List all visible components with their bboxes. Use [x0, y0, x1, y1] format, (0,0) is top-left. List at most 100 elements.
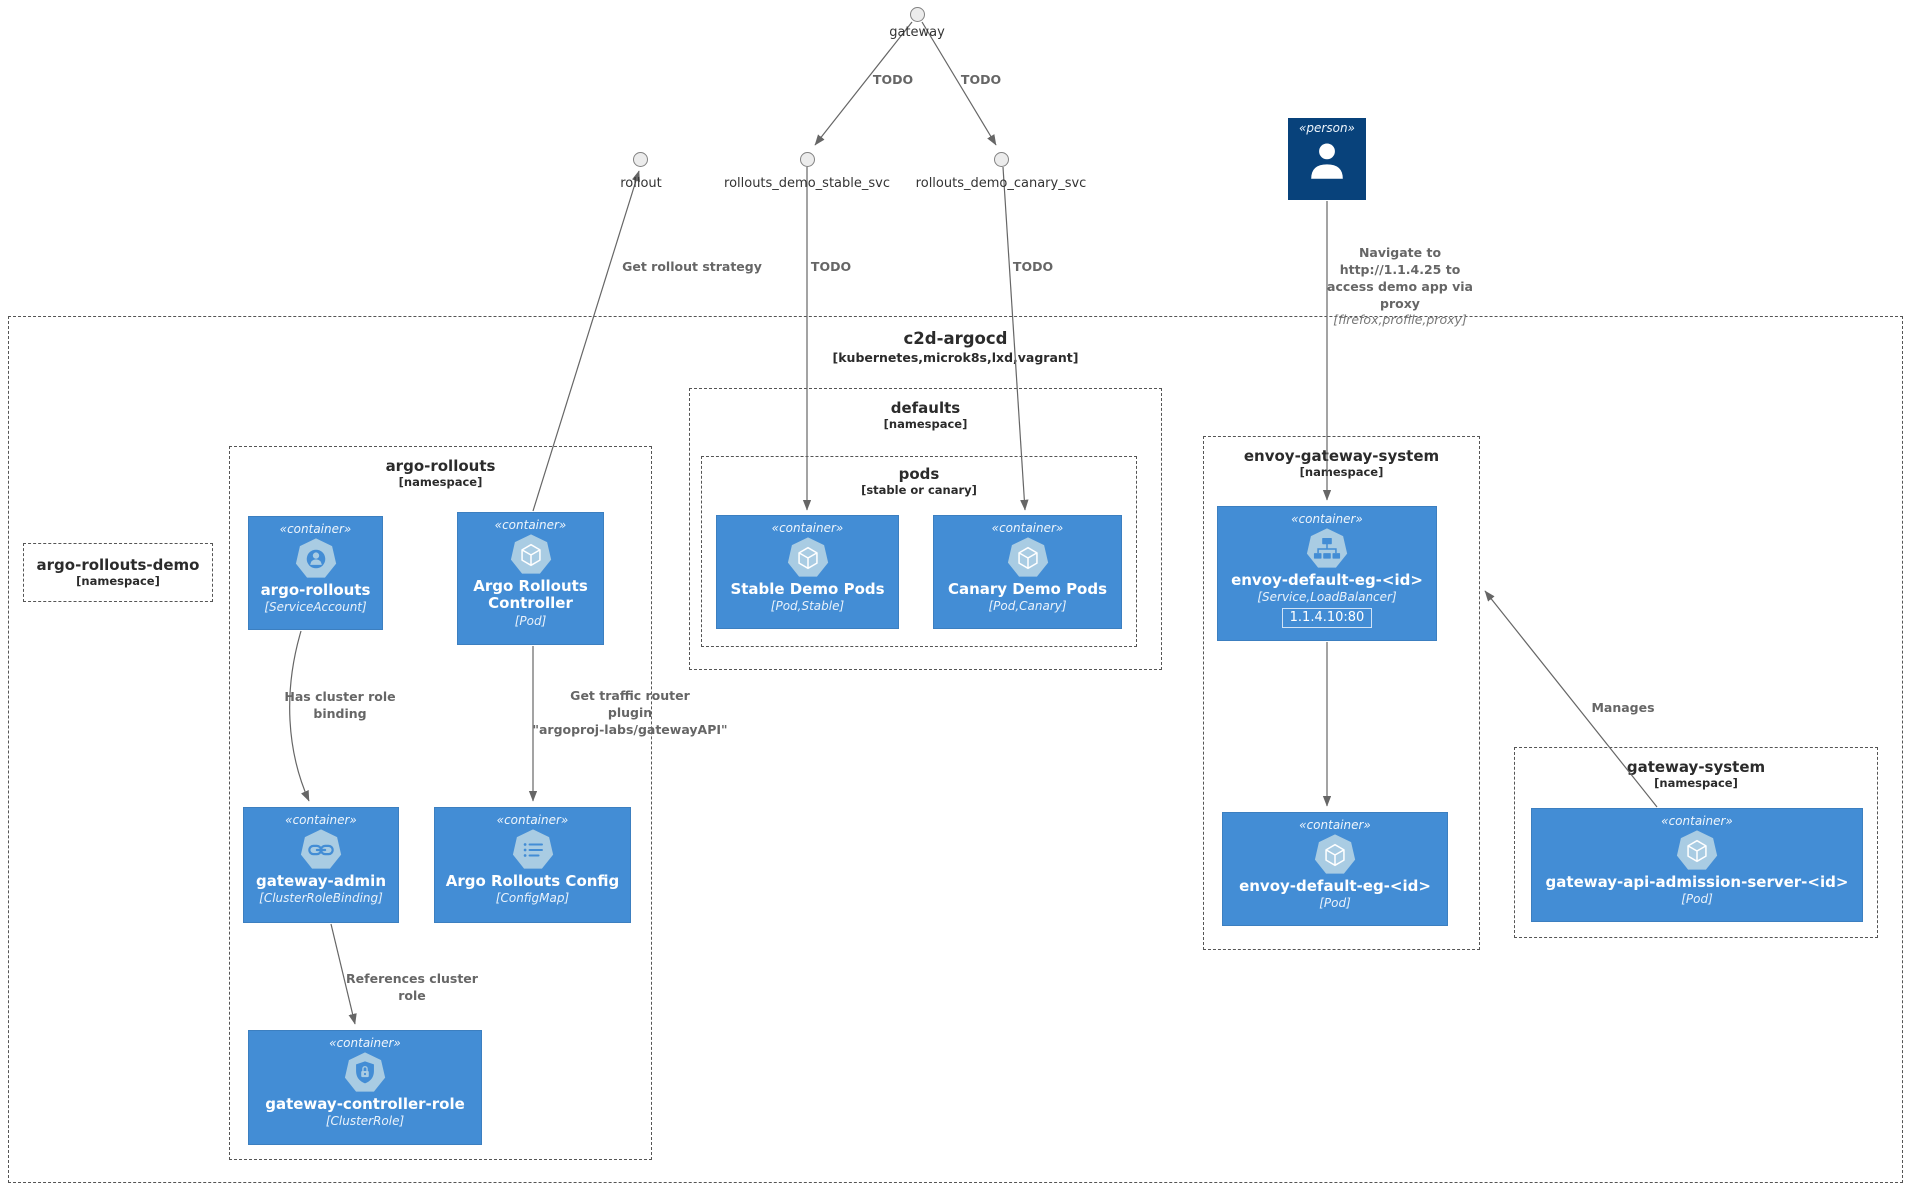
boundary-envoy-gateway-system: envoy-gateway-system [namespace] — [1203, 436, 1480, 950]
boundary-subtitle: [namespace] — [1299, 464, 1384, 479]
container-argo-rollouts-serviceaccount: «container» argo-rollouts [ServiceAccoun… — [248, 516, 383, 630]
boundary-subtitle: [namespace] — [1654, 775, 1738, 790]
edge-sa-gatewayadmin — [289, 630, 310, 802]
edge-canary-svc-pods — [1002, 166, 1029, 511]
boundary-title: argo-rollouts-demo — [36, 556, 200, 575]
edge-label-get-rollout-strategy: Get rollout strategy — [622, 259, 762, 274]
container-stereotype: «container» — [1661, 814, 1733, 828]
container-name: Argo Rollouts Controller — [473, 577, 588, 613]
edge-label-has-cluster-role-binding: Has cluster role binding — [284, 689, 396, 721]
node-stable-svc-circle — [800, 152, 815, 167]
cluster-role-binding-icon — [299, 828, 343, 872]
pod-icon — [1313, 833, 1357, 877]
edge-label-todo-4: TODO — [1012, 259, 1054, 274]
config-map-icon — [511, 828, 555, 872]
node-rollout-circle — [633, 152, 648, 167]
container-stereotype: «container» — [771, 521, 844, 535]
edge-gateway-stable — [814, 21, 913, 146]
container-stereotype: «container» — [285, 813, 357, 827]
edge-label-todo-3: TODO — [810, 259, 852, 274]
edge-label-manages: Manages — [1591, 700, 1655, 715]
edge-admission-manages — [1484, 590, 1658, 808]
service-address: 1.1.4.10:80 — [1281, 608, 1373, 628]
container-name: Stable Demo Pods — [730, 580, 885, 598]
container-tech: [ClusterRole] — [325, 1114, 405, 1129]
container-stereotype: «container» — [991, 521, 1064, 535]
node-canary-svc-circle — [994, 152, 1009, 167]
boundary-gateway-system: gateway-system [namespace] — [1514, 747, 1878, 938]
container-stereotype: «container» — [494, 518, 567, 532]
cluster-role-icon — [343, 1051, 387, 1095]
container-tech: [ClusterRoleBinding] — [259, 891, 383, 906]
edge-label-navigate-tech: [firefox,profile,proxy] — [1333, 312, 1467, 328]
edge-gateway-canary — [921, 21, 997, 146]
container-envoy-default-eg-pod: «container» envoy-default-eg-<id> [Pod] — [1222, 812, 1448, 926]
edge-label-get-traffic-router: Get traffic router plugin "argoproj-labs… — [532, 688, 728, 737]
boundary-title: argo-rollouts — [385, 457, 496, 475]
person-icon — [1304, 137, 1350, 183]
container-tech: [Pod] — [514, 613, 547, 628]
boundary-subtitle: [namespace] — [76, 573, 160, 588]
container-gateway-admin: «container» gateway-admin [ClusterRoleBi… — [243, 807, 399, 923]
boundary-subtitle: [kubernetes,microk8s,lxd,vagrant] — [832, 349, 1079, 365]
edge-gatewayadmin-role — [330, 923, 357, 1025]
container-gateway-controller-role: «container» gateway-controller-role [Clu… — [248, 1030, 482, 1145]
node-gateway-circle — [910, 7, 925, 22]
container-name: Argo Rollouts Config — [445, 872, 620, 890]
boundary-defaults: defaults [namespace] — [689, 388, 1162, 670]
boundary-title: pods — [898, 465, 940, 483]
boundary-c2d-argocd: c2d-argocd [kubernetes,microk8s,lxd,vagr… — [8, 316, 1903, 1183]
node-rollout-label: rollout — [620, 176, 662, 191]
container-canary-demo-pods: «container» Canary Demo Pods [Pod,Canary… — [933, 515, 1122, 629]
container-name: envoy-default-eg-<id> — [1239, 877, 1431, 895]
container-name: envoy-default-eg-<id> — [1231, 571, 1423, 589]
pod-icon — [1675, 829, 1719, 873]
container-name: gateway-api-admission-server-<id> — [1545, 873, 1849, 891]
boundary-title: defaults — [890, 399, 961, 417]
container-name: gateway-controller-role — [265, 1095, 465, 1113]
boundary-subtitle: [namespace] — [883, 416, 968, 431]
boundary-title: c2d-argocd — [903, 329, 1008, 348]
container-tech: [Pod,Stable] — [770, 599, 845, 614]
container-stable-demo-pods: «container» Stable Demo Pods [Pod,Stable… — [716, 515, 899, 629]
edge-label-navigate: Navigate to http://1.1.4.25 to access de… — [1327, 228, 1473, 346]
pod-icon — [509, 533, 553, 577]
container-envoy-default-eg-service: «container» envoy-default-eg-<id> [Servi… — [1217, 506, 1437, 641]
service-icon — [1305, 527, 1349, 571]
container-tech: [Service,LoadBalancer] — [1257, 590, 1397, 605]
node-canary-svc-label: rollouts_demo_canary_svc — [915, 176, 1087, 191]
container-name: Canary Demo Pods — [947, 580, 1108, 598]
container-name: gateway-admin — [255, 872, 387, 890]
boundary-title: envoy-gateway-system — [1243, 447, 1440, 465]
edge-label-references-cluster-role: References cluster role — [346, 971, 478, 1003]
person-stereotype: «person» — [1299, 121, 1355, 135]
container-stereotype: «container» — [1299, 818, 1371, 832]
edge-controller-rollout — [532, 170, 640, 512]
container-stereotype: «container» — [496, 813, 569, 827]
edge-label-todo-2: TODO — [960, 72, 1002, 87]
pod-icon — [1006, 536, 1050, 580]
boundary-argo-rollouts-demo: argo-rollouts-demo [namespace] — [23, 543, 213, 602]
edge-label-todo-1: TODO — [872, 72, 914, 87]
container-argo-rollouts-config: «container» Argo Rollouts Config [Config… — [434, 807, 631, 923]
node-gateway-label: gateway — [889, 25, 945, 40]
container-name: argo-rollouts — [260, 581, 371, 599]
container-stereotype: «container» — [329, 1036, 401, 1050]
container-tech: [Pod] — [1681, 892, 1713, 907]
boundary-title: gateway-system — [1626, 758, 1766, 776]
container-tech: [Pod,Canary] — [988, 599, 1067, 614]
boundary-subtitle: [namespace] — [398, 474, 483, 489]
boundary-subtitle: [stable or canary] — [861, 482, 977, 497]
pod-icon — [786, 536, 830, 580]
person-node: «person» — [1288, 118, 1366, 200]
container-gateway-api-admission-server: «container» gateway-api-admission-server… — [1531, 808, 1863, 922]
node-stable-svc-label: rollouts_demo_stable_svc — [724, 176, 890, 191]
service-account-icon — [294, 537, 338, 581]
boundary-pods: pods [stable or canary] — [701, 456, 1137, 647]
edge-label-navigate-text: Navigate to http://1.1.4.25 to access de… — [1327, 244, 1473, 311]
container-stereotype: «container» — [1291, 512, 1363, 526]
container-tech: [ServiceAccount] — [264, 600, 367, 615]
container-argo-rollouts-controller: «container» Argo Rollouts Controller [Po… — [457, 512, 604, 645]
